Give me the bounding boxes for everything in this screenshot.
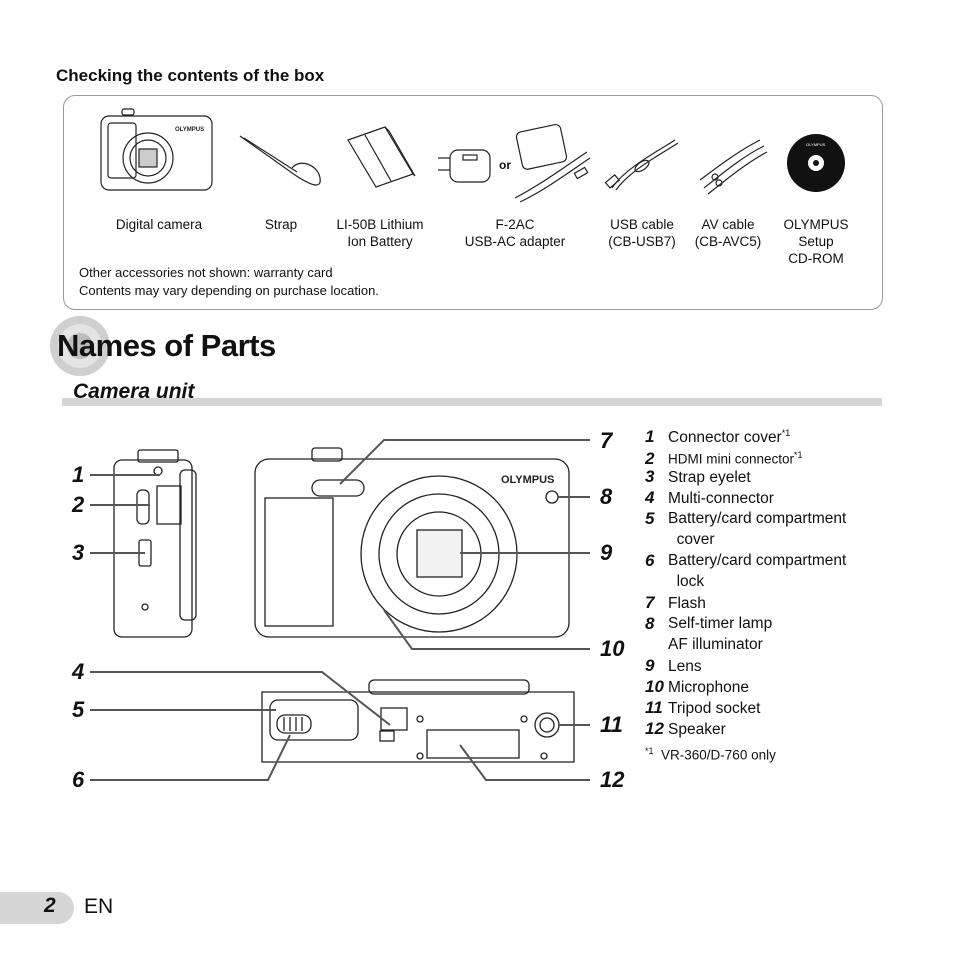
- callout-7: 7: [600, 428, 613, 453]
- cd-rom-icon: OLYMPUS: [787, 134, 845, 192]
- strap-icon: [239, 135, 321, 186]
- camera-front-view: OLYMPUS: [254, 447, 570, 638]
- box-item-strap-label: Strap: [264, 217, 298, 232]
- footnote: *1 VR-360/D-760 only: [645, 746, 776, 763]
- callout-4: 4: [72, 659, 85, 684]
- callout-lines: [90, 439, 590, 781]
- box-item-camera-label: Digital camera: [115, 217, 203, 232]
- callout-9: 9: [600, 540, 613, 565]
- callout-2: 2: [72, 492, 85, 517]
- callout-1: 1: [72, 462, 85, 487]
- section-divider: [62, 398, 882, 406]
- usb-cable-icon: [604, 139, 679, 191]
- camera-icon: OLYMPUS: [100, 108, 213, 191]
- callout-3: 3: [72, 540, 85, 565]
- usb-ac-adapter-icon: [438, 123, 591, 203]
- page-number: 2: [44, 894, 56, 917]
- callout-10: 10: [600, 636, 625, 661]
- section-title: Camera unit: [73, 380, 195, 403]
- callout-11: 11: [600, 712, 623, 737]
- box-item-cd-rom-label: OLYMPUS Setup CD-ROM: [783, 217, 849, 266]
- box-note-2: Contents may vary depending on purchase …: [79, 283, 379, 298]
- box-item-av-cable-label: AV cable (CB-AVC5): [694, 217, 762, 249]
- svg-text:OLYMPUS: OLYMPUS: [175, 127, 204, 133]
- av-cable-icon: [699, 139, 768, 195]
- box-item-adapter-label: F-2AC USB-AC adapter: [464, 217, 566, 249]
- battery-icon: [347, 126, 416, 188]
- svg-text:OLYMPUS: OLYMPUS: [501, 474, 554, 486]
- page-title: Names of Parts: [57, 328, 276, 363]
- callout-6: 6: [72, 767, 85, 792]
- page-number-tab: [0, 892, 74, 924]
- camera-bottom-view: [261, 679, 575, 763]
- callout-8: 8: [600, 484, 613, 509]
- callout-12: 12: [600, 767, 625, 792]
- box-contents-panel: [63, 95, 883, 310]
- box-item-usb-cable-label: USB cable (CB-USB7): [608, 217, 676, 249]
- svg-text:OLYMPUS: OLYMPUS: [806, 142, 826, 147]
- or-label: or: [499, 158, 511, 172]
- box-item-battery-label: LI-50B Lithium Ion Battery: [336, 217, 424, 249]
- section-camera-icon: [50, 316, 110, 376]
- box-contents-title: Checking the contents of the box: [56, 66, 325, 85]
- callout-5: 5: [72, 697, 85, 722]
- camera-side-view: [113, 449, 197, 638]
- box-note-1: Other accessories not shown: warranty ca…: [79, 265, 333, 280]
- page-language: EN: [84, 895, 114, 918]
